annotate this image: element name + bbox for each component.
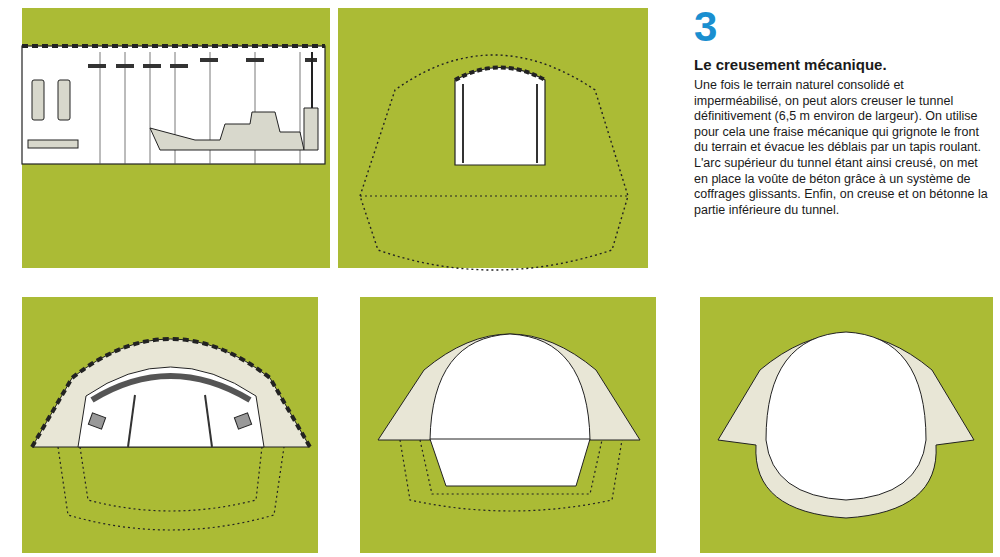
body-text: Une fois le terrain naturel consolidé et… — [694, 78, 994, 218]
heading: Le creusement mécanique. — [694, 56, 994, 74]
callout-number: 3 — [694, 4, 717, 50]
